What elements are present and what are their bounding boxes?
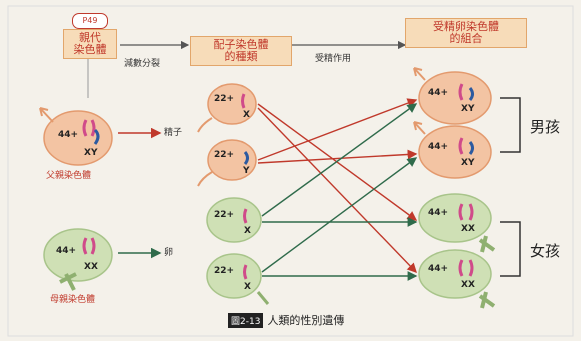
figure-tag: 圖2-13	[228, 312, 264, 328]
father-label: 父親染色體	[46, 171, 92, 181]
sperm-label: 精子	[164, 128, 183, 138]
girls-label: 女孩	[530, 242, 561, 260]
boys-label: 男孩	[530, 118, 561, 136]
fertilization-label: 受精作用	[315, 54, 352, 64]
gamete-chromosomes-box: 配子染色體 的種類	[190, 36, 292, 66]
zygote-4-autosomes: 44+	[428, 264, 449, 274]
zygote-3-autosomes: 44+	[428, 208, 449, 218]
zygote-combination-box: 受精卵染色體 的組合	[405, 18, 527, 48]
meiosis-label: 減數分裂	[124, 59, 161, 69]
father-sex-chromosomes: XY	[84, 148, 98, 158]
figure-caption: 圖2-13 人類的性別遺傳	[228, 312, 344, 328]
figure-title: 人類的性別遺傳	[267, 314, 345, 327]
zygote-xx-2	[418, 249, 496, 309]
zygote-1-sex: XY	[461, 104, 475, 114]
egg-2-sex: X	[244, 282, 251, 292]
sperm-x-autosomes: 22+	[214, 94, 235, 104]
zygote-xy-1	[413, 67, 492, 125]
zygote-1-autosomes: 44+	[428, 88, 449, 98]
parent-chromosomes-box: 親代 染色體	[63, 29, 117, 59]
arrow-spermx-zygote4	[257, 107, 417, 274]
page-badge: P49	[72, 13, 108, 29]
father-cell	[39, 107, 113, 166]
sperm-y-autosomes: 22+	[214, 150, 235, 160]
mother-autosomes: 44+	[56, 246, 77, 256]
egg-1-sex: X	[244, 226, 251, 236]
arrow-spermy-zygote2	[257, 149, 418, 164]
mother-sex-chromosomes: XX	[84, 262, 98, 272]
zygote-2-sex: XY	[461, 158, 475, 168]
bracket-boys	[500, 97, 521, 153]
egg-x-cell-2	[206, 253, 270, 305]
zygote-3-sex: XX	[461, 224, 475, 234]
zygote-2-autosomes: 44+	[428, 142, 449, 152]
egg-label: 卵	[164, 248, 174, 258]
zygote-4-sex: XX	[461, 280, 475, 290]
sperm-x-cell	[197, 83, 257, 133]
arrow-spermy-zygote1	[257, 98, 418, 161]
arrow-egg2-zygote2	[261, 157, 418, 273]
mother-cell	[43, 228, 113, 291]
sperm-x-sex: X	[243, 110, 250, 120]
mother-label: 母親染色體	[50, 295, 96, 305]
sperm-y-sex: Y	[243, 166, 250, 176]
bracket-girls	[500, 221, 521, 277]
arrow-egg1-zygote1	[261, 103, 418, 217]
zygote-xx-1	[418, 193, 496, 253]
egg-x-cell-1	[206, 197, 262, 243]
zygote-xy-2	[413, 121, 492, 179]
sperm-y-cell	[197, 139, 257, 187]
father-autosomes: 44+	[58, 130, 79, 140]
egg-2-autosomes: 22+	[214, 266, 235, 276]
egg-1-autosomes: 22+	[214, 210, 235, 220]
